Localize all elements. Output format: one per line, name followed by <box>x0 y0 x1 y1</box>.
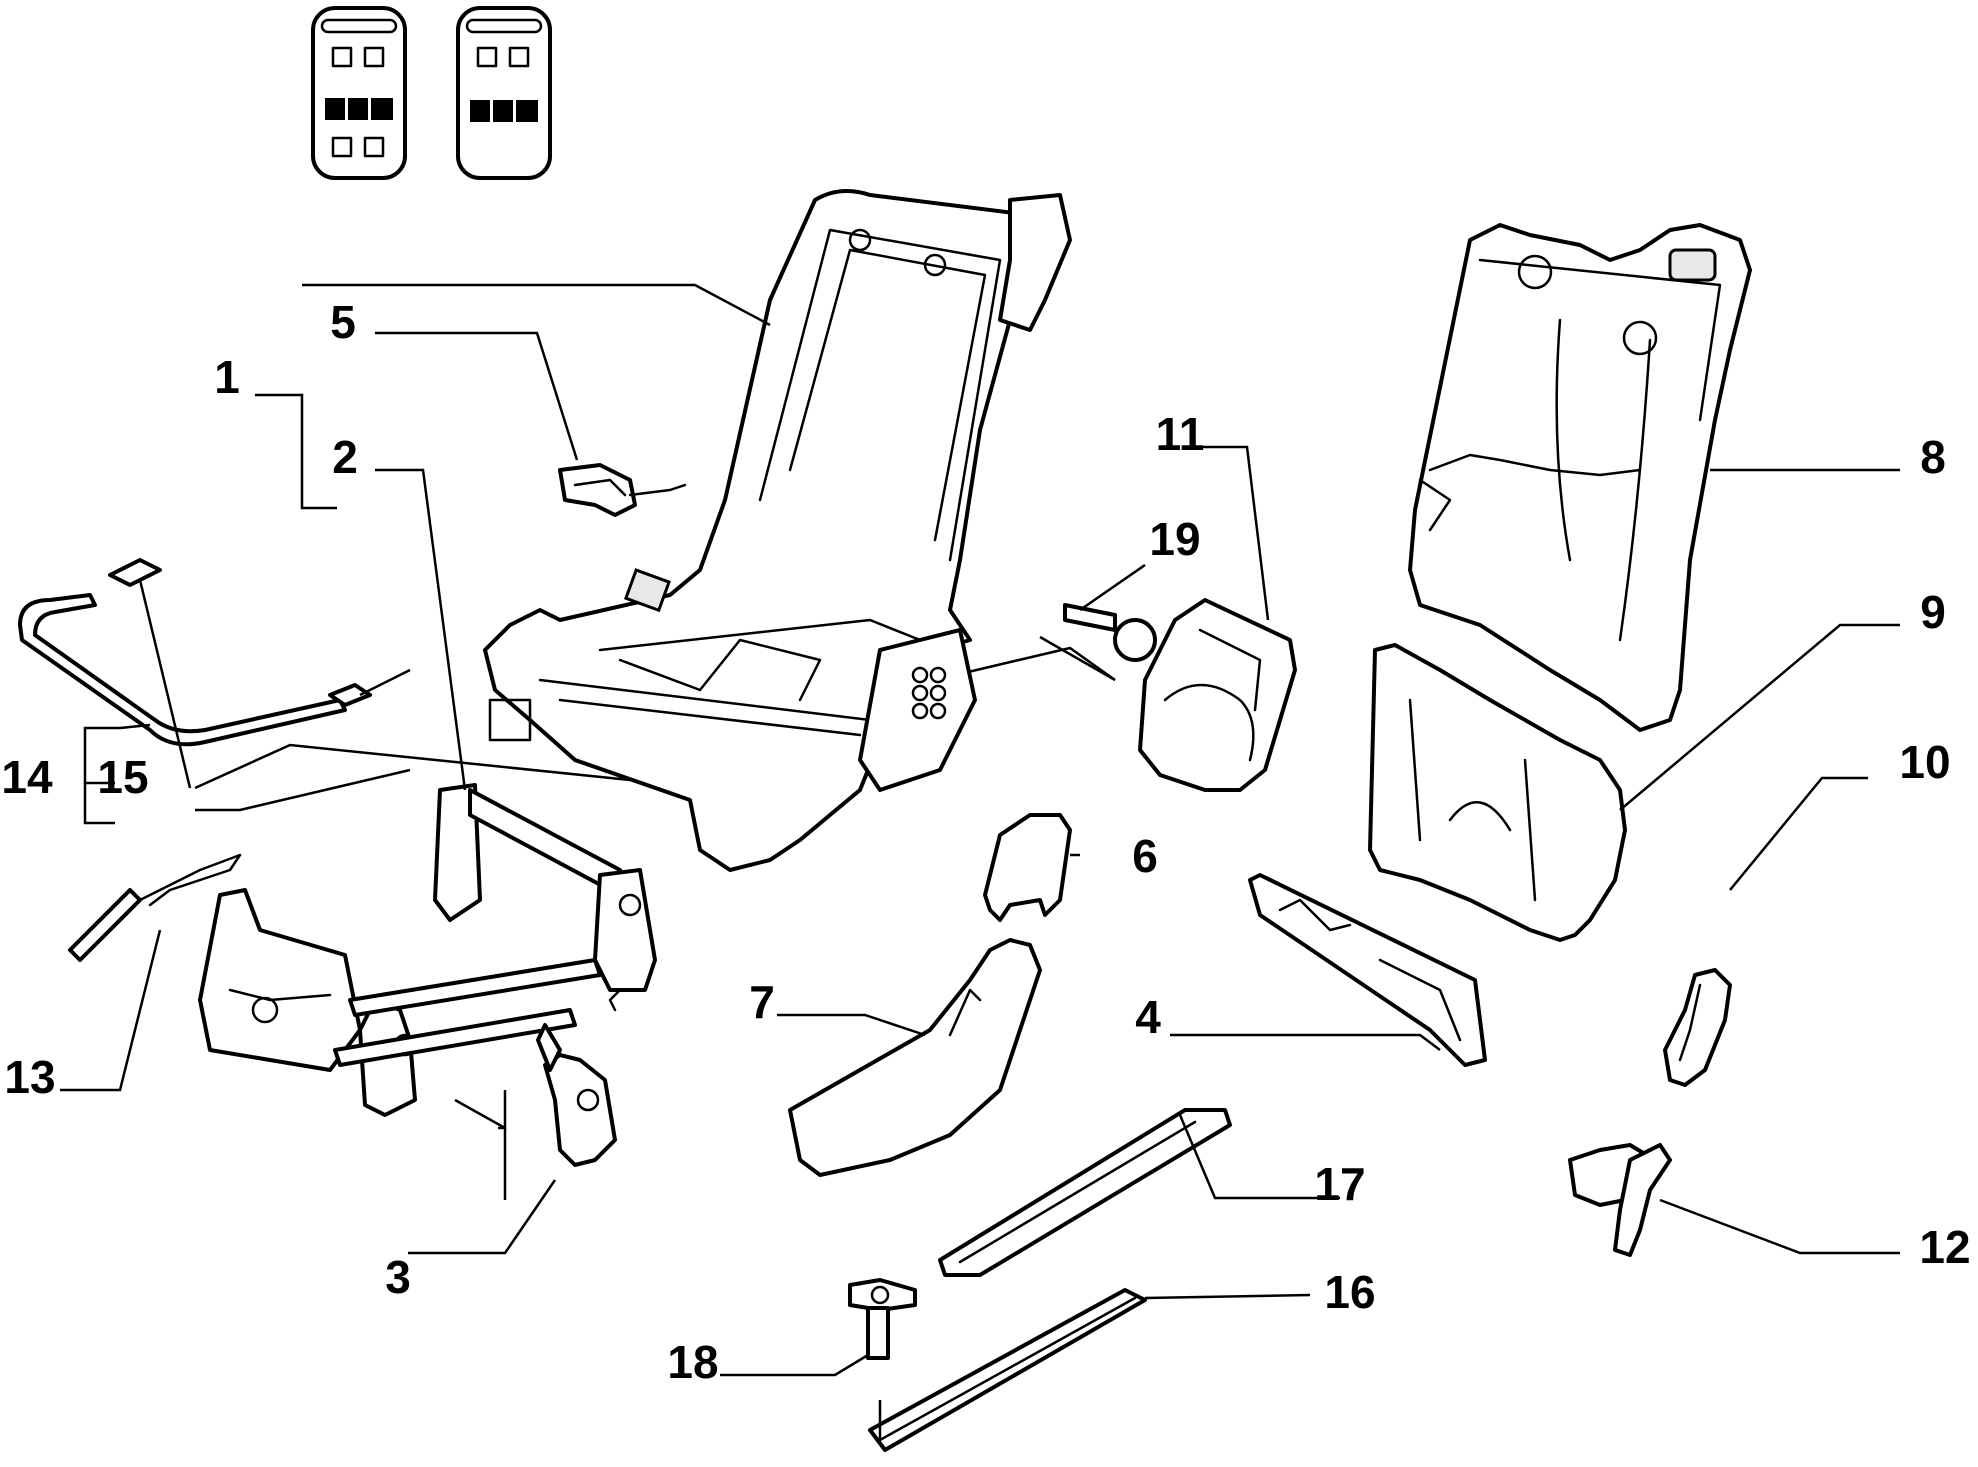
callout-18: 18 <box>667 1336 718 1388</box>
leader-lines <box>60 283 1900 1440</box>
callout-8: 8 <box>1920 431 1946 483</box>
callout-17: 17 <box>1314 1158 1365 1210</box>
callout-1: 1 <box>214 351 240 403</box>
seatback-frame <box>1408 223 1752 732</box>
recliner-cap-cover <box>983 813 1072 922</box>
callout-3: 3 <box>385 1251 411 1303</box>
seat-rail <box>868 1288 1147 1452</box>
callout-14: 14 <box>1 751 53 803</box>
callout-13: 13 <box>4 1051 55 1103</box>
callout-4: 4 <box>1135 991 1161 1043</box>
pivot-bolt <box>1063 603 1157 662</box>
rail-cover-strip <box>938 1108 1232 1277</box>
callout-9: 9 <box>1920 586 1946 638</box>
back-panel-cover <box>1368 643 1627 942</box>
release-handle <box>1568 1143 1672 1257</box>
seat-layout-icon-left <box>311 6 407 180</box>
release-strap <box>68 853 242 962</box>
seat-base-frame <box>198 783 657 1117</box>
head-trim-clip <box>558 463 687 517</box>
callout-16: 16 <box>1324 1266 1375 1318</box>
callout-12: 12 <box>1919 1221 1970 1273</box>
rail-bolt <box>848 1278 917 1360</box>
recliner-cover <box>1138 598 1297 792</box>
callout-10: 10 <box>1899 736 1950 788</box>
rod-brackets <box>108 558 372 707</box>
recliner-plate <box>858 628 977 792</box>
seat-frame <box>483 189 1072 872</box>
base-trim-cover <box>536 988 622 1167</box>
callout-15: 15 <box>97 751 148 803</box>
knob-cover <box>1663 968 1732 1087</box>
callout-11: 11 <box>1156 408 1205 460</box>
side-trim-panel <box>1248 873 1487 1067</box>
callout-19: 19 <box>1149 513 1200 565</box>
seat-layout-icon-right <box>456 6 552 180</box>
callout-7: 7 <box>749 976 775 1028</box>
callout-2: 2 <box>332 431 358 483</box>
callout-6: 6 <box>1132 830 1158 882</box>
side-shield <box>788 938 1042 1177</box>
callout-labels: 1 2 3 4 5 6 7 8 9 10 11 12 13 14 15 16 1… <box>1 296 1970 1388</box>
tow-rod <box>18 593 347 747</box>
callout-5: 5 <box>330 296 356 348</box>
